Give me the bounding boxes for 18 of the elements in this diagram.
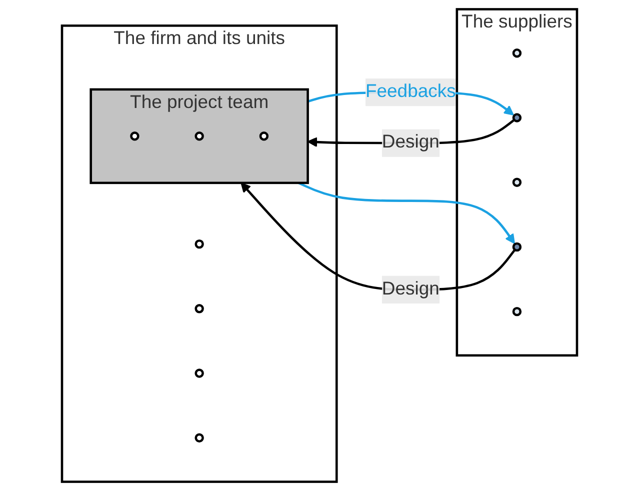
node-circle [194, 433, 204, 443]
node-circle [512, 242, 522, 252]
cluster: The project team [90, 88, 309, 184]
edge-label: Feedbacks [365, 82, 456, 102]
node-circle [194, 304, 204, 314]
node-circle [512, 178, 522, 187]
edge-label: Design [382, 132, 440, 152]
node-circle [259, 132, 269, 141]
node-circle [194, 132, 204, 141]
edge-label: Design [382, 279, 440, 299]
node-circle [194, 368, 204, 378]
node-circle [512, 48, 522, 58]
cluster: The suppliers [456, 8, 578, 357]
arrow [298, 182, 515, 244]
node-circle [512, 306, 522, 316]
node-circle [194, 239, 204, 249]
node-circle [512, 113, 522, 122]
node-circle [130, 132, 140, 141]
